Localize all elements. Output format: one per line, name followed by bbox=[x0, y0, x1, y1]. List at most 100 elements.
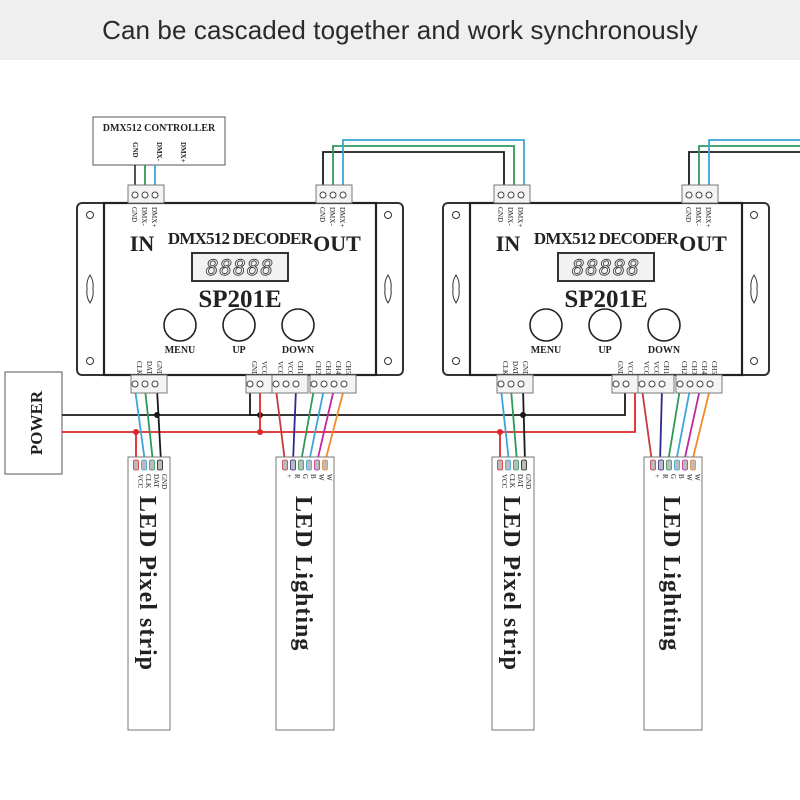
menu-button[interactable] bbox=[529, 308, 563, 342]
strip-body bbox=[127, 456, 171, 731]
up-button[interactable] bbox=[222, 308, 256, 342]
screw-hole-icon bbox=[452, 211, 460, 219]
pin-label: CH2 bbox=[314, 361, 322, 375]
pin-label: CH4 bbox=[700, 361, 708, 375]
screw-icon bbox=[658, 380, 666, 388]
strip-pin-label: DAT bbox=[152, 474, 160, 488]
screw-hole-icon bbox=[86, 211, 94, 219]
menu-button[interactable] bbox=[163, 308, 197, 342]
strip-pin-label: B bbox=[677, 474, 685, 479]
wire-ch4 bbox=[683, 388, 701, 463]
menu-button-label: MENU bbox=[165, 345, 196, 356]
banner-title: Can be cascaded together and work synchr… bbox=[102, 14, 698, 45]
controller-title: DMX512 CONTROLLER bbox=[103, 123, 216, 134]
wire-gnd bbox=[156, 388, 162, 463]
pin-label: DMX+ bbox=[516, 207, 524, 227]
up-button-label: UP bbox=[598, 345, 611, 356]
strip-pin bbox=[322, 459, 328, 471]
wires-layer bbox=[62, 139, 800, 463]
up-button[interactable] bbox=[588, 308, 622, 342]
wire-power-vcc bbox=[62, 389, 636, 433]
screw-icon bbox=[695, 191, 703, 199]
mounting-slot-icon bbox=[384, 274, 392, 304]
decoder-body bbox=[102, 201, 378, 377]
screw-icon bbox=[151, 380, 159, 388]
down-button-label: DOWN bbox=[282, 345, 315, 356]
strip-pin-label: W bbox=[693, 474, 701, 481]
pin-label: DMX+ bbox=[338, 207, 346, 227]
pin-label: CH1 bbox=[296, 361, 304, 375]
wire-dmx-plus bbox=[708, 139, 800, 185]
pin-label: GND bbox=[496, 207, 504, 222]
screw-icon bbox=[256, 380, 264, 388]
pin-label: GND bbox=[684, 207, 692, 222]
wire-ch5 bbox=[324, 388, 345, 463]
screw-icon bbox=[141, 191, 149, 199]
screw-icon bbox=[497, 191, 505, 199]
power-label: POWER bbox=[27, 390, 46, 455]
strip-label: LED Pixel strip bbox=[134, 496, 160, 671]
strip-pin-label: W bbox=[325, 474, 333, 481]
pin-label: CH3 bbox=[324, 361, 332, 375]
screw-hole-icon bbox=[384, 357, 392, 365]
screw-icon bbox=[638, 380, 646, 388]
wire-dmx-plus bbox=[342, 139, 525, 185]
pin-label: GND bbox=[155, 361, 163, 376]
strip-pin-label: W bbox=[685, 474, 693, 481]
screw-icon bbox=[696, 380, 704, 388]
pin-label: VCC bbox=[642, 361, 650, 376]
strip-pin bbox=[674, 459, 680, 471]
terminal-block bbox=[496, 374, 534, 394]
strip-pin bbox=[306, 459, 312, 471]
screw-icon bbox=[706, 380, 714, 388]
pin-label: DMX- bbox=[140, 207, 148, 226]
screw-hole-icon bbox=[750, 357, 758, 365]
wire-ch3 bbox=[308, 388, 325, 463]
screw-icon bbox=[339, 191, 347, 199]
screw-icon bbox=[507, 191, 515, 199]
screw-icon bbox=[685, 191, 693, 199]
strip-pin-label: B bbox=[309, 474, 317, 479]
wire-dat bbox=[144, 388, 154, 463]
screw-icon bbox=[141, 380, 149, 388]
wire-gnd bbox=[688, 151, 800, 185]
down-button[interactable] bbox=[281, 308, 315, 342]
wire-dmx-minus bbox=[332, 145, 515, 185]
wire-ch5 bbox=[691, 388, 711, 463]
mounting-slot-icon bbox=[86, 274, 94, 304]
down-button[interactable] bbox=[647, 308, 681, 342]
screw-icon bbox=[622, 380, 630, 388]
screw-icon bbox=[648, 380, 656, 388]
screw-hole-icon bbox=[452, 357, 460, 365]
strip-pin bbox=[497, 459, 503, 471]
screw-icon bbox=[705, 191, 713, 199]
wire-dmx-minus bbox=[698, 145, 800, 185]
pin-label: DMX+ bbox=[704, 207, 712, 227]
screw-icon bbox=[131, 191, 139, 199]
screw-icon bbox=[507, 380, 515, 388]
strip-pin bbox=[290, 459, 296, 471]
strip-pin bbox=[521, 459, 527, 471]
strip-pin bbox=[157, 459, 163, 471]
screw-icon bbox=[319, 191, 327, 199]
display-digits: 88888 bbox=[206, 256, 274, 280]
strip-pin bbox=[682, 459, 688, 471]
pin-label: CH2 bbox=[680, 361, 688, 375]
screw-icon bbox=[151, 191, 159, 199]
pin-label: VCC bbox=[260, 361, 268, 376]
screw-icon bbox=[330, 380, 338, 388]
screw-icon bbox=[292, 380, 300, 388]
pin-label: CH1 bbox=[662, 361, 670, 375]
pin-label: DMX- bbox=[506, 207, 514, 226]
wire-ch1 bbox=[659, 388, 663, 463]
power-supply: POWER bbox=[4, 371, 63, 475]
up-button-label: UP bbox=[232, 345, 245, 356]
